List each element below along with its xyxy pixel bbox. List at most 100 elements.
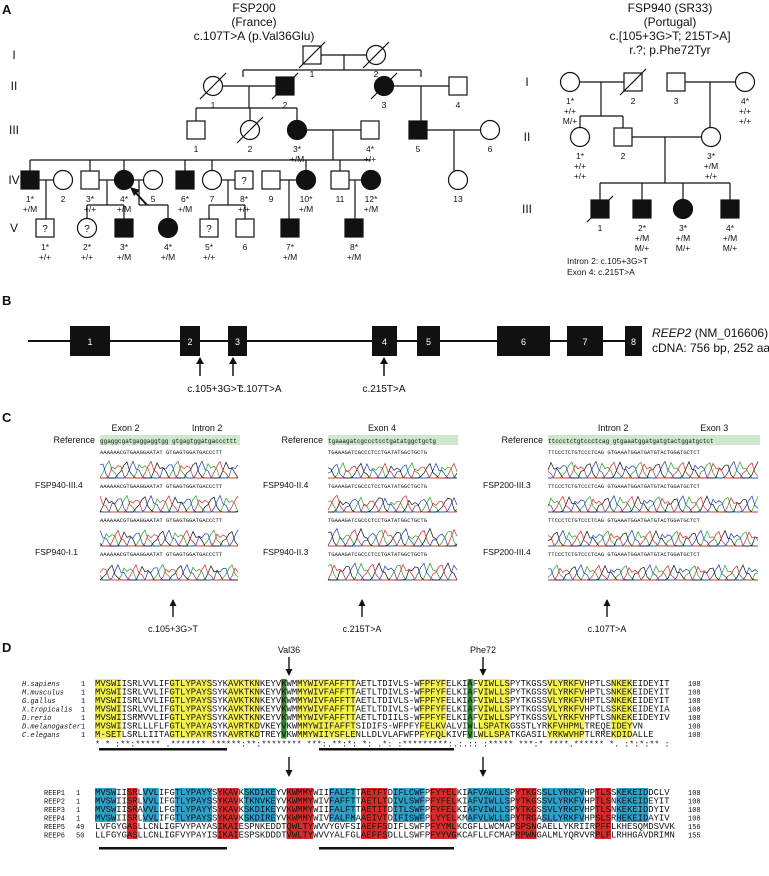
mutation-site-column [467,679,473,739]
p1-V-3-id: 3* [120,242,129,252]
aa-sequence: MVSWIISRMVVLIFGTLYPAYSSYKAVKTKNKEYVKWMMY… [95,713,670,723]
pedigree2-family: FSP940 (SR33) [628,1,713,15]
p1-IV-3-id: 3* [86,194,95,204]
p2-III-2-male [632,199,652,219]
start-index: 1 [76,799,80,807]
p2-I-1-genotype2: M/+ [563,116,577,126]
tm-domain-bar [319,748,454,751]
end-index: 108 [688,690,701,698]
p1-IV-9-male [261,170,281,190]
p1-III-2-deceased [236,116,264,144]
proband-arrowhead [130,187,140,196]
base-calls: TTCCCTCTGTCCCTCAG GTGAAATGGATGATGTACTGGA… [548,517,701,524]
base-calls: AAAAAACGTGAAGGAATAT GTGAGTGGATGACCCTT [100,483,223,490]
chrom-mutation-label: c.107T>A [588,624,627,634]
end-index: 108 [688,681,701,689]
p1-III-4-genotype: +/+ [364,154,376,164]
p2-III-2-id: 2* [638,223,647,233]
p1-V-8-id: 8* [350,242,359,252]
start-index: 1 [81,698,85,706]
p1-III-6-female [479,119,501,141]
start-index: 1 [76,816,80,824]
pedigree1-family: FSP200 [232,1,276,15]
residue-arrowhead [285,669,293,676]
p2-I-4-genotype2: +/+ [739,116,751,126]
base-calls: TGAAAGATCGCCCTCCTGATATGGCTGCTG [328,551,427,558]
chromatogram-trace [547,460,759,479]
tm-domain-bar [319,847,454,850]
p2-I-4-female [734,71,756,93]
p1-IV-5-id: 5 [151,194,156,204]
p1-V-1-genotype: +/+ [39,252,51,262]
end-index: 108 [688,799,701,807]
trace-channel [327,563,457,581]
aa-sequence: LVFGYGASLLCNLIGFVYPAYASIKAIESPNKEDDTQWLT… [95,822,676,832]
trace-channel [547,495,759,513]
species-name: D.rerio [22,715,51,723]
reep-name: REEP5 [44,824,65,832]
base-calls: TTCCCTCTGTCCCTCAG GTGAAATGGATGATGTACTGGA… [548,551,701,558]
p1-III-3-female [286,119,308,141]
p1-V-3-genotype: +/M [117,252,131,262]
pedigree-fsp200: FSP200 (France) c.107T>A (p.Val36Glu) II… [8,1,501,262]
p2-I-4-genotype1: +/+ [739,106,751,116]
p1-II-4-male [448,76,468,96]
base-calls: TGAAAGATCGCCCTCCTGATATGGCTGCTG [328,449,427,456]
generation-label: I [525,75,528,89]
species-name: H.sapiens [22,681,60,689]
chromatogram-trace [327,527,458,547]
chromatogram-trace [327,461,458,479]
trace-channel [99,460,239,479]
generation-label: III [522,202,532,216]
p1-IV-12-id: 12* [365,194,378,204]
pedigree1-country: (France) [231,15,276,29]
panel-label-c: C [2,410,12,425]
p1-IV-6-genotype: +/M [178,204,192,214]
aa-sequence: MVSWIISRLVVLIFGTLYPAYSSYKAVKTKNKEYVKWMMY… [95,705,670,715]
p1-II-3-id: 3 [382,100,387,110]
family-conserved-block [467,788,510,822]
exon-2 [180,326,200,356]
mutation-arrowhead [380,357,388,364]
p1-V-3-male [114,218,134,238]
p1-V-4-genotype: +/M [161,252,175,262]
reference-highlight [100,435,240,445]
p2-II-1-female [569,126,591,148]
p2-I-3-male [666,72,686,92]
p2-III-2-genotype2: M/+ [635,243,649,253]
p2-III-3-id: 3* [679,223,688,233]
base-calls: AAAAAACGTGAAGGAATAT GTGAGTGGATGACCCTT [100,517,223,524]
mutation-label: c.105+3G>T [187,384,243,395]
residue-mark-Val36: Val36 [278,645,300,655]
consensus-line: * * :**:***** .******* ******:**:*******… [95,741,670,750]
start-index: 49 [76,824,84,832]
trace-channel [99,494,239,513]
pedigree2-note1: Intron 2: c.105+3G>T [567,256,648,266]
reep-name: REEP3 [44,807,65,815]
chrom-header-1: Intron 2 [598,423,629,433]
conserved-block [228,679,260,739]
generation-label: IV [8,173,19,187]
p1-IV-3-genotype: +/+ [84,204,96,214]
chromatogram-trace [547,495,759,513]
family-conserved-block [616,788,649,822]
exon-7 [567,326,603,356]
pedigree-fsp940: FSP940 (SR33) (Portugal) c.[105+3G>T; 21… [522,1,756,277]
species-name: M.musculus [22,690,64,698]
exon-1 [70,326,110,356]
p1-I-2-deceased [362,41,390,69]
p1-IV-13-id: 13 [453,194,463,204]
p2-III-4-id: 4* [726,223,735,233]
chrom-arrowhead [603,599,611,606]
aa-sequence: MVSWIISRLVVLIFGTLYPAYSSYKAVKTKNKEYVKWMMY… [95,688,670,698]
conserved-block [547,679,585,739]
base-calls: TGAAAGATCGCCCTCCTGATATGGCTGCTG [328,483,427,490]
gene-name: REEP2 (NM_016606) [652,326,768,340]
p1-IV-3-male [80,170,100,190]
start-index: 1 [81,707,85,715]
family-conserved-block [174,788,213,822]
family-conserved-block [392,788,425,822]
pedigree2-mutation1: c.[105+3G>T; 215T>A] [609,29,730,43]
trace-channel [547,530,759,547]
species-name: G.gallus [22,698,56,706]
